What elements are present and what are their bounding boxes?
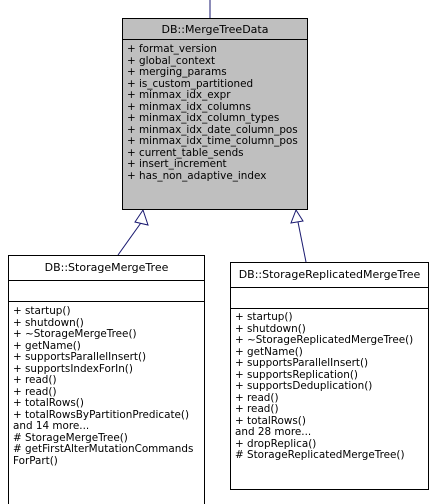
- attribute-item: + current_table_sends: [127, 146, 244, 159]
- method-item: # StorageReplicatedMergeTree(): [235, 449, 405, 461]
- attribute-item: + is_custom_partitioned: [127, 77, 254, 90]
- attribute-list: + format_version + global_context + merg…: [123, 40, 307, 182]
- method-item: + supportsReplication(): [235, 368, 358, 381]
- method-item: + totalRowsByPartitionPredicate(): [13, 408, 190, 421]
- method-item: # StorageMergeTree(): [13, 431, 128, 444]
- method-item: + getName(): [13, 339, 81, 352]
- edge-left-to-base: [117, 219, 144, 256]
- method-item: + ~StorageReplicatedMergeTree(): [235, 334, 414, 346]
- class-box-storage-replicated-merge-tree[interactable]: DB::StorageReplicatedMergeTree + startup…: [230, 262, 429, 490]
- attribute-item: + minmax_idx_date_column_pos: [127, 123, 298, 136]
- class-box-merge-tree-data[interactable]: DB::MergeTreeData + format_version + glo…: [122, 18, 308, 210]
- method-item: # getFirstAlterMutationCommands: [13, 443, 194, 455]
- method-item: + shutdown(): [235, 322, 306, 335]
- method-item: + read(): [13, 385, 57, 398]
- method-item: + shutdown(): [13, 316, 84, 329]
- class-name: DB::StorageMergeTree: [9, 256, 204, 281]
- class-box-storage-merge-tree[interactable]: DB::StorageMergeTree + startup() + shutd…: [8, 255, 205, 504]
- method-item: + supportsIndexForIn(): [13, 362, 133, 375]
- attribute-item: + minmax_idx_columns: [127, 100, 251, 113]
- arrowhead-right: [290, 208, 304, 224]
- attribute-item: + global_context: [127, 54, 216, 67]
- attribute-item: + insert_increment: [127, 158, 227, 170]
- method-item: + read(): [13, 374, 57, 386]
- attributes-section-empty: [231, 288, 428, 309]
- method-item: and 14 more...: [13, 420, 90, 432]
- method-list: + startup() + shutdown() + ~StorageRepli…: [231, 309, 428, 462]
- method-item: ForPart(): [13, 454, 58, 467]
- attribute-item: + minmax_idx_time_column_pos: [127, 135, 298, 147]
- arrowhead-left: [134, 208, 149, 226]
- edge-right-to-base: [297, 221, 307, 263]
- class-name: DB::StorageReplicatedMergeTree: [231, 263, 428, 288]
- method-item: + supportsParallelInsert(): [13, 351, 147, 363]
- method-item: + read(): [235, 391, 279, 404]
- attribute-item: + minmax_idx_column_types: [127, 112, 280, 124]
- method-item: + read(): [235, 403, 279, 415]
- method-list: + startup() + shutdown() + ~StorageMerge…: [9, 302, 204, 467]
- method-item: + startup(): [13, 305, 71, 317]
- method-item: + startup(): [235, 311, 293, 323]
- class-name: DB::MergeTreeData: [123, 19, 307, 40]
- method-item: + totalRows(): [235, 414, 306, 427]
- attribute-item: + format_version: [127, 43, 217, 55]
- method-item: and 28 more...: [235, 426, 312, 438]
- method-item: + dropReplica(): [235, 437, 317, 450]
- method-item: + ~StorageMergeTree(): [13, 328, 137, 340]
- attribute-item: + merging_params: [127, 66, 227, 78]
- method-item: + supportsParallelInsert(): [235, 357, 369, 369]
- attributes-section-empty: [9, 281, 204, 302]
- method-item: + supportsDeduplication(): [235, 380, 373, 392]
- attribute-item: + has_non_adaptive_index: [127, 169, 267, 182]
- method-item: + totalRows(): [13, 397, 84, 409]
- method-item: + getName(): [235, 345, 303, 358]
- attribute-item: + minmax_idx_expr: [127, 89, 231, 101]
